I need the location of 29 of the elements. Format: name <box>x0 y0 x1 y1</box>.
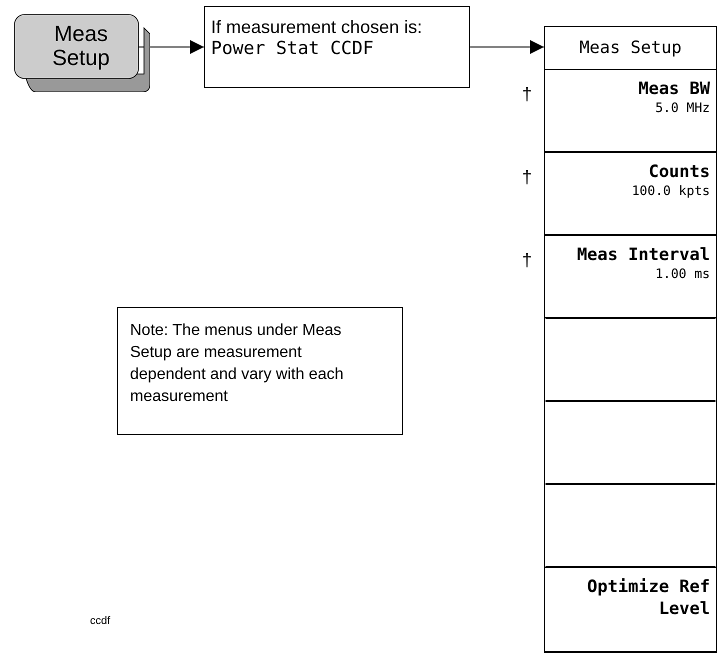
blank-softkey <box>545 401 716 484</box>
softkey-label: Counts <box>648 161 710 183</box>
menu-title: Meas Setup <box>578 37 683 58</box>
softkey <box>545 567 716 652</box>
figure-label: ccdf <box>90 615 110 627</box>
dagger-mark: † <box>522 167 532 188</box>
softkey <box>545 235 716 318</box>
softkey-label: Meas Interval <box>576 244 710 266</box>
key-label: Meas Setup <box>51 22 111 70</box>
softkey-menu <box>544 26 717 653</box>
softkey <box>545 69 716 152</box>
softkey-value: 1.00 ms <box>654 266 710 284</box>
note-box <box>117 307 403 435</box>
condition-text: If measurement chosen is: <box>211 17 424 38</box>
softkey-label: Optimize Ref Level <box>586 576 710 620</box>
softkey-value: 5.0 MHz <box>654 100 710 118</box>
note-text: Note: The menus under Meas Setup are measurement dependent and vary with each measurement <box>130 321 344 407</box>
softkey <box>545 152 716 235</box>
condition-box <box>204 6 470 88</box>
arrow <box>470 40 544 54</box>
hardkey-drawing <box>14 14 150 92</box>
dagger-mark: † <box>522 84 532 105</box>
blank-softkey <box>545 318 716 401</box>
arrow <box>138 40 204 54</box>
measurement-name: Power Stat CCDF <box>211 38 375 59</box>
dagger-mark: † <box>522 250 532 271</box>
softkey-value: 100.0 kpts <box>630 183 710 201</box>
softkey-label: Meas BW <box>637 78 710 100</box>
blank-softkey <box>545 484 716 567</box>
